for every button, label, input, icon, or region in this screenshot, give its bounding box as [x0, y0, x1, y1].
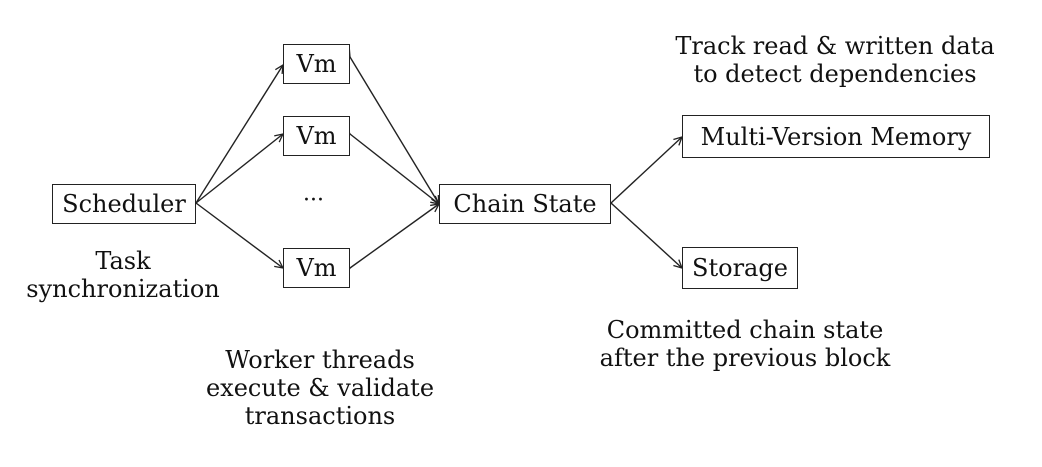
arrow-scheduler-vm1 — [195, 65, 283, 204]
mv-memory-caption-line: Track read & written data — [675, 32, 995, 60]
scheduler-caption-line: synchronization — [26, 275, 220, 303]
vm-node-2: Vm — [283, 116, 350, 156]
arrow-chainstate-storage — [610, 202, 682, 268]
vm-node-1: Vm — [283, 44, 350, 84]
vm-ellipsis: ··· — [303, 188, 324, 213]
workers-caption: Worker threads execute & validate transa… — [190, 346, 450, 430]
arrow-scheduler-vm3 — [196, 203, 283, 268]
vm-node-3: Vm — [283, 248, 350, 288]
arrow-vm1-chainstate — [350, 57, 439, 204]
workers-caption-line: transactions — [244, 402, 396, 430]
arrow-vm2-chainstate — [350, 134, 439, 204]
chain-state-node: Chain State — [439, 184, 611, 224]
storage-node: Storage — [682, 247, 798, 289]
workers-caption-line: Worker threads — [225, 346, 415, 374]
multi-version-memory-node: Multi-Version Memory — [682, 115, 990, 158]
arrow-vm3-chainstate — [350, 204, 439, 268]
storage-caption-line: after the previous block — [599, 344, 891, 372]
mv-memory-caption: Track read & written data to detect depe… — [650, 32, 1020, 88]
arrow-chainstate-mvmemory — [611, 137, 682, 203]
storage-caption: Committed chain state after the previous… — [570, 316, 920, 372]
scheduler-caption-line: Task — [95, 247, 151, 275]
scheduler-node: Scheduler — [52, 184, 196, 224]
mv-memory-caption-line: to detect dependencies — [693, 60, 977, 88]
workers-caption-line: execute & validate — [205, 374, 435, 402]
arrow-scheduler-vm2 — [196, 134, 283, 203]
storage-caption-line: Committed chain state — [606, 316, 884, 344]
scheduler-caption: Task synchronization — [18, 247, 228, 303]
